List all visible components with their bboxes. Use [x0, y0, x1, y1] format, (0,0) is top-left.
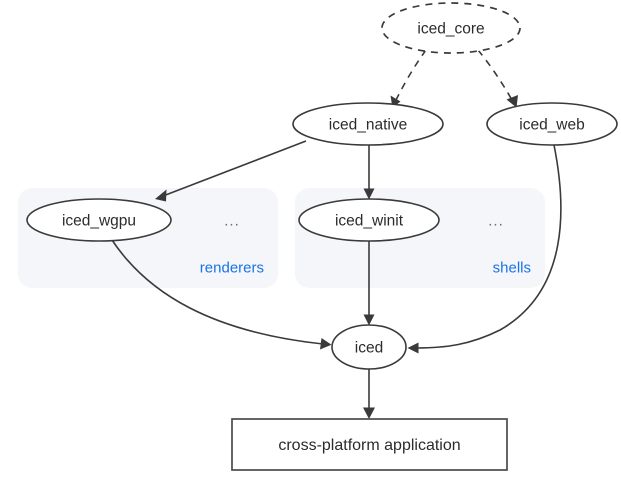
node-cross-platform-application-shape[interactable] [231, 418, 508, 471]
cluster-renderers-ellipsis: ... [224, 213, 240, 230]
node-iced-winit-label: iced_winit [335, 213, 404, 230]
node-iced-wgpu-shape[interactable] [26, 198, 172, 242]
node-iced-web-shape[interactable] [486, 102, 618, 146]
arrowhead-icon [363, 314, 375, 326]
cluster-shells-label: shells [493, 260, 531, 277]
node-iced-native-shape[interactable] [292, 102, 444, 146]
node-iced-web[interactable]: iced_web [486, 102, 618, 146]
node-iced-wgpu[interactable]: iced_wgpu [26, 198, 172, 242]
node-iced-wgpu-label: iced_wgpu [62, 213, 136, 230]
arrowhead-icon [363, 188, 375, 200]
node-iced-winit[interactable]: iced_winit [298, 198, 440, 242]
node-iced-native-label: iced_native [329, 117, 407, 134]
arrowhead-icon [407, 342, 419, 354]
edge-iced-wgpu-to-iced [111, 239, 332, 350]
node-iced-winit-shape[interactable] [298, 198, 440, 242]
edge-iced-to-application [363, 369, 375, 419]
cluster-renderers-label: renderers [200, 260, 264, 277]
cluster-shells-ellipsis: ... [488, 213, 504, 230]
node-iced-web-label: iced_web [519, 117, 585, 134]
edge-iced-web-to-iced [407, 144, 562, 354]
arrowhead-icon [155, 189, 167, 202]
node-iced[interactable]: iced [331, 324, 407, 370]
edge-iced-winit-to-iced [363, 241, 375, 326]
edge-iced-native-to-iced-wgpu [155, 140, 307, 202]
edge-iced-core-to-iced-web [477, 49, 518, 108]
arrowhead-icon [320, 338, 332, 350]
node-cross-platform-application[interactable]: cross-platform application [231, 418, 508, 471]
edge-iced-native-to-iced-winit [363, 145, 375, 200]
node-iced-core-shape[interactable] [381, 2, 521, 54]
node-iced-label: iced [355, 340, 383, 357]
edge-iced-core-to-iced-native [390, 49, 427, 108]
node-iced-core[interactable]: iced_core [381, 2, 521, 54]
node-iced-shape[interactable] [331, 324, 407, 370]
node-cross-platform-application-label: cross-platform application [278, 437, 460, 454]
arrowhead-icon [506, 95, 518, 108]
node-iced-core-label: iced_core [417, 21, 484, 38]
node-iced-native[interactable]: iced_native [292, 102, 444, 146]
arrowhead-icon [363, 407, 375, 419]
